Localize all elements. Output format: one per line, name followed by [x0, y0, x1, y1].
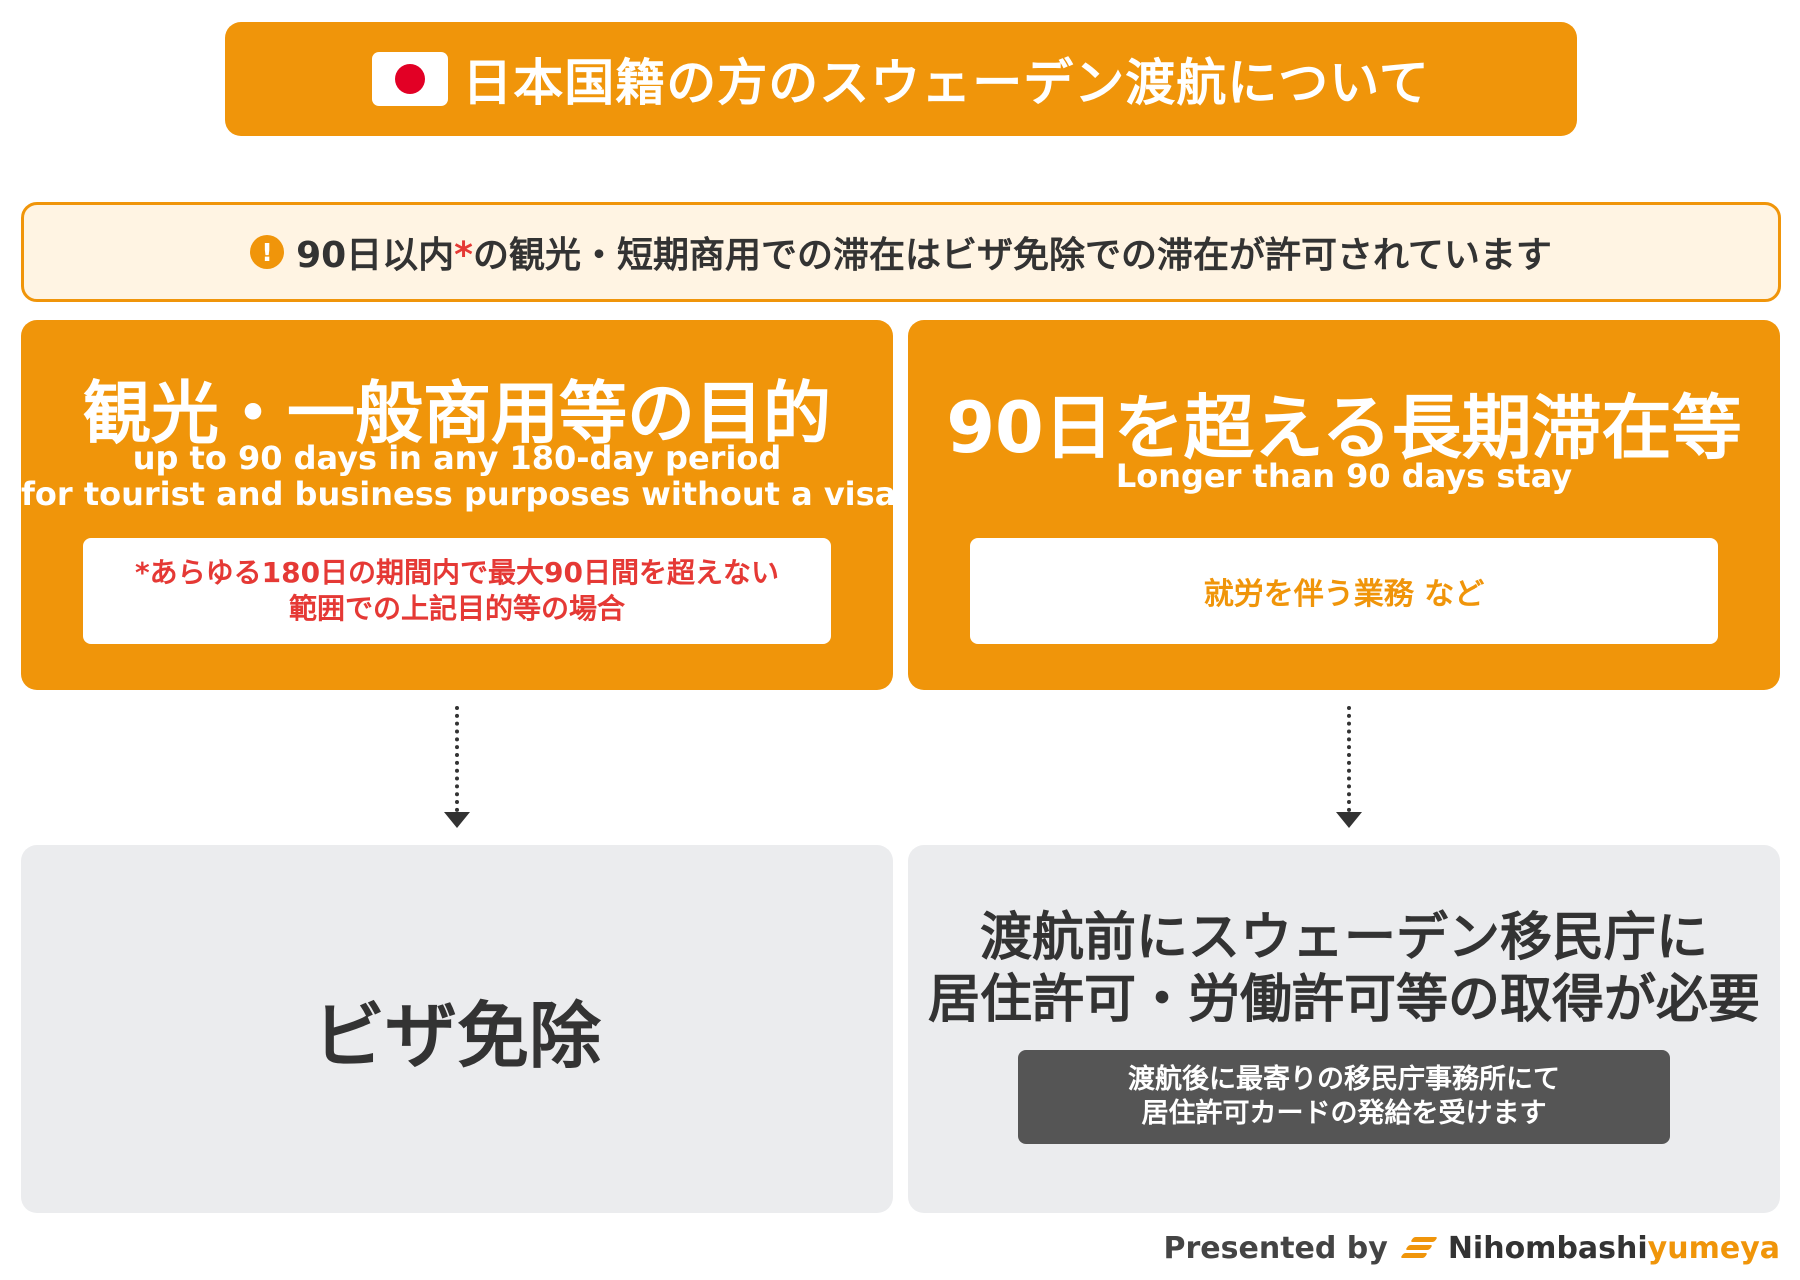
short-stay-note: *あらゆる180日の期間内で最大90日間を超えない 範囲での上記目的等の場合 [83, 538, 831, 644]
short-stay-title: 観光・一般商用等の目的 [82, 375, 831, 454]
visa-exempt-result: ビザ免除 [21, 845, 893, 1213]
visa-exempt-text: ビザ免除 [312, 993, 601, 1078]
short-stay-subtitle: up to 90 days in any 180-day period for … [21, 439, 897, 513]
arrow-down-icon [1336, 812, 1362, 828]
header-banner: 日本国籍の方のスウェーデン渡航について [225, 22, 1577, 136]
short-stay-option: 観光・一般商用等の目的 up to 90 days in any 180-day… [21, 320, 897, 690]
notice-text: 90日以内*の観光・短期商用での滞在はビザ免除での滞在が許可されています [296, 235, 1552, 276]
brand-logo-icon [1400, 1234, 1440, 1262]
long-stay-title: 90日を超える長期滞在等 [946, 387, 1742, 469]
long-stay-option: 90日を超える長期滞在等 Longer than 90 days stay 就労… [908, 320, 1780, 690]
arrow-down-icon [455, 706, 459, 812]
long-stay-subtitle: Longer than 90 days stay [1115, 457, 1573, 495]
footer-credit: Presented by Nihombashiyumeya [1120, 1226, 1781, 1270]
arrow-down-icon [1347, 706, 1351, 812]
permit-card-note: 渡航後に最寄りの移民庁事務所にて 居住許可カードの発給を受けます [1018, 1050, 1670, 1144]
japan-flag-icon [372, 52, 449, 106]
permit-required-result: 渡航前にスウェーデン移民庁に 居住許可・労働許可等の取得が必要 渡航後に最寄りの… [908, 845, 1780, 1213]
arrow-down-icon [444, 812, 470, 828]
exclamation-icon: ! [250, 235, 285, 269]
brand-name: Nihombashiyumeya [1447, 1230, 1780, 1266]
page-title: 日本国籍の方のスウェーデン渡航について [462, 54, 1430, 112]
long-stay-note: 就労を伴う業務 など [970, 538, 1718, 644]
notice-bar: ! 90日以内*の観光・短期商用での滞在はビザ免除での滞在が許可されています [21, 202, 1781, 302]
presented-by-label: Presented by [1163, 1230, 1388, 1266]
permit-required-text: 渡航前にスウェーデン移民庁に 居住許可・労働許可等の取得が必要 [927, 908, 1760, 1030]
